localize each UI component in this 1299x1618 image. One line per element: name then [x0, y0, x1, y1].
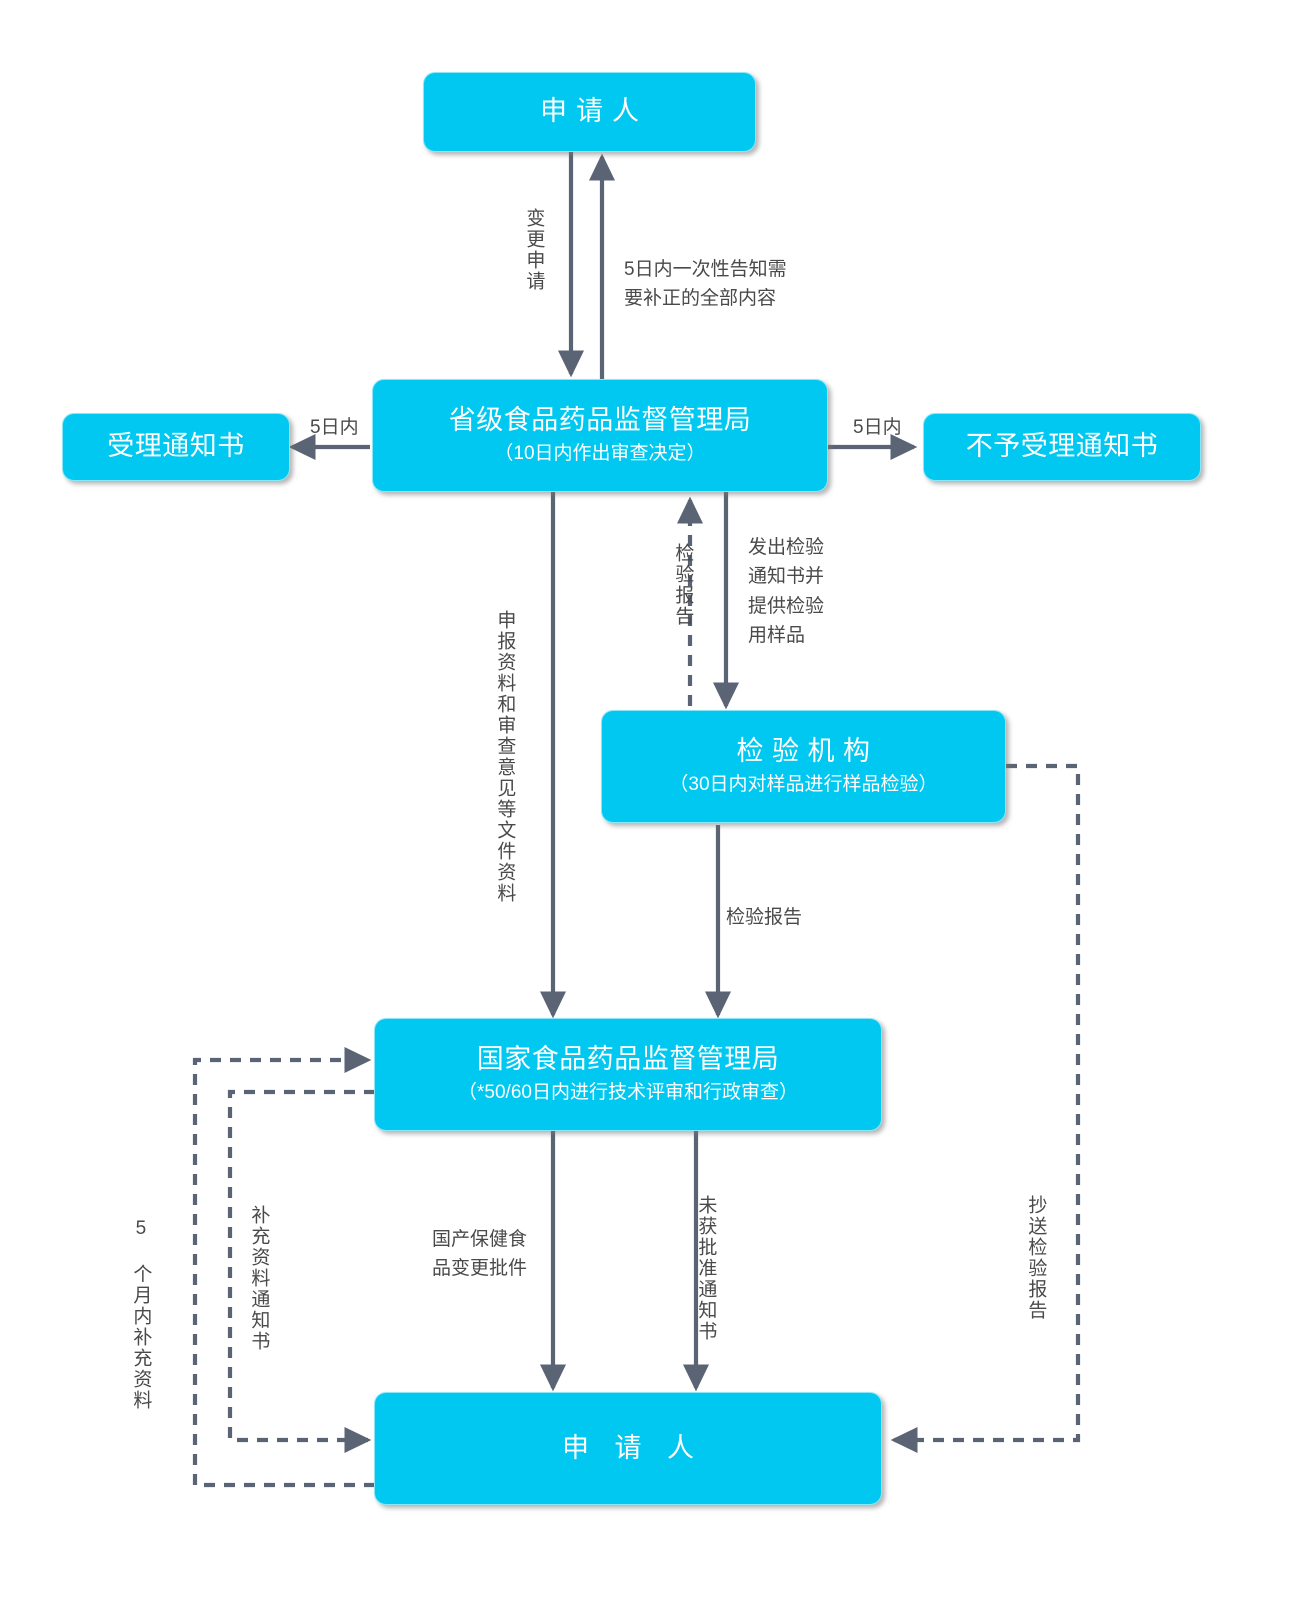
edge-label-inspection-report-vertical: 检验报告 [672, 543, 694, 627]
node-provincial-bureau[interactable]: 省级食品药品监督管理局 （10日内作出审查决定） [372, 379, 828, 492]
node-provincial-bureau-sub: （10日内作出审查决定） [494, 443, 706, 465]
node-national-bureau-sub: （*50/60日内进行技术评审和行政审查） [458, 1082, 798, 1104]
node-provincial-bureau-title: 省级食品药品监督管理局 [448, 405, 752, 436]
node-rejection-notice-title: 不予受理通知书 [965, 431, 1159, 462]
node-applicant-bottom[interactable]: 申 请 人 [374, 1392, 882, 1505]
edge-label-five-days-left: 5日内 [310, 417, 359, 438]
node-applicant-top[interactable]: 申请人 [423, 72, 756, 152]
node-national-bureau[interactable]: 国家食品药品监督管理局 （*50/60日内进行技术评审和行政审查） [374, 1018, 882, 1131]
edge-label-five-days-right: 5日内 [853, 417, 902, 438]
edge-label-declaration-materials: 申报资料和审查意见等文件资料 [494, 610, 516, 904]
node-acceptance-notice-title: 受理通知书 [107, 431, 245, 462]
node-inspection-agency-sub: （30日内对样品进行样品检验） [669, 774, 938, 796]
edge-label-inspection-report-down: 检验报告 [726, 907, 803, 928]
node-applicant-bottom-title: 申 请 人 [561, 1432, 703, 1463]
edge-label-change-application: 变更申请 [523, 208, 545, 292]
edge-label-not-approved-notice: 未获批准通知书 [695, 1195, 717, 1342]
edge-label-notify-corrections: 5日内一次性告知需 要补正的全部内容 [624, 259, 787, 310]
node-acceptance-notice[interactable]: 受理通知书 [62, 413, 290, 481]
edge-label-copy-inspection-report: 抄送检验报告 [1025, 1195, 1047, 1321]
edge-label-issue-inspection-notice: 发出检验 通知书并 提供检验 用样品 [748, 537, 825, 647]
node-inspection-agency-title: 检 验 机 构 [736, 736, 871, 767]
node-rejection-notice[interactable]: 不予受理通知书 [923, 413, 1201, 481]
node-inspection-agency[interactable]: 检 验 机 构 （30日内对样品进行样品检验） [601, 710, 1006, 823]
edge-label-five-months-supplement: 5 个月内补充资料 [130, 1218, 152, 1411]
node-national-bureau-title: 国家食品药品监督管理局 [476, 1044, 780, 1075]
node-applicant-top-title: 申请人 [540, 96, 648, 127]
edge-label-supplement-notice: 补充资料通知书 [248, 1205, 270, 1352]
edge-label-domestic-approval: 国产保健食 品变更批件 [432, 1229, 528, 1280]
